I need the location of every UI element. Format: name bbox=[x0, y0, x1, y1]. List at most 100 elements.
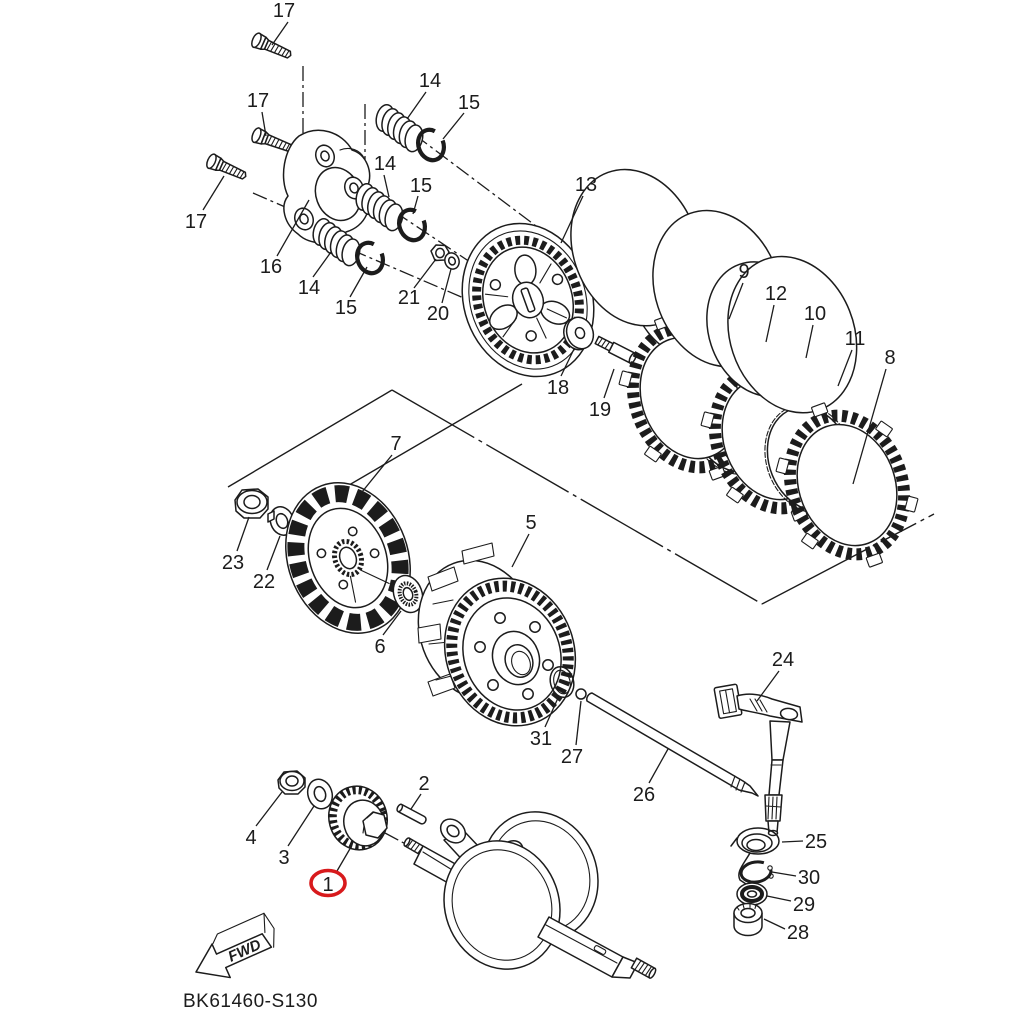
part-callout-5: 5 bbox=[525, 512, 536, 534]
part-callout-16: 16 bbox=[260, 256, 282, 278]
part-callout-25: 25 bbox=[805, 831, 827, 853]
push-rod-26 bbox=[586, 692, 759, 797]
callout-leader-15 bbox=[442, 112, 465, 140]
washer-3 bbox=[306, 778, 334, 810]
oil-seal-29 bbox=[736, 882, 768, 906]
part-callout-15: 15 bbox=[410, 175, 432, 197]
part-callout-15: 15 bbox=[335, 297, 357, 319]
part-callout-8: 8 bbox=[884, 347, 895, 369]
return-spring-25 bbox=[730, 827, 780, 887]
callout-leader-20 bbox=[441, 268, 452, 304]
part-callout-29: 29 bbox=[793, 894, 815, 916]
callout-leader-8 bbox=[852, 368, 887, 485]
fwd-label: FWD bbox=[226, 936, 264, 965]
part-callout-22: 22 bbox=[253, 571, 275, 593]
part-callout-23: 23 bbox=[222, 552, 244, 574]
part-callout-17: 17 bbox=[273, 0, 295, 22]
callout-leader-31 bbox=[544, 697, 559, 728]
spring-seat-c bbox=[293, 207, 315, 231]
callout-leader-30 bbox=[771, 871, 797, 877]
dowel-pin-2 bbox=[396, 803, 427, 825]
figure-code: BK61460-S130 bbox=[183, 991, 318, 1012]
callout-leader-15 bbox=[412, 195, 419, 215]
callout-leader-24 bbox=[756, 670, 780, 702]
callout-leader-14 bbox=[312, 251, 332, 278]
nut-23 bbox=[234, 488, 269, 519]
part-callout-1: 1 bbox=[322, 874, 333, 896]
part-callout-26: 26 bbox=[633, 784, 655, 806]
callout-leader-2 bbox=[410, 793, 422, 810]
part-callout-14: 14 bbox=[419, 70, 441, 92]
part-callout-31: 31 bbox=[530, 728, 552, 750]
clutch-spring-14-a bbox=[364, 98, 435, 158]
part-callout-13: 13 bbox=[575, 174, 597, 196]
part-callout-24: 24 bbox=[772, 649, 794, 671]
part-callout-19: 19 bbox=[589, 399, 611, 421]
group-line-diagonal bbox=[391, 389, 763, 605]
spring-retainer-plate-16 bbox=[282, 129, 371, 244]
callout-leader-15 bbox=[349, 266, 368, 298]
part-callout-18: 18 bbox=[547, 377, 569, 399]
crankshaft bbox=[403, 811, 657, 979]
clutch-boss-7 bbox=[285, 482, 411, 634]
part-callout-27: 27 bbox=[561, 746, 583, 768]
part-callout-2: 2 bbox=[418, 773, 429, 795]
callout-leader-5 bbox=[511, 533, 530, 568]
thrust-washer-6 bbox=[392, 574, 424, 614]
part-callout-30: 30 bbox=[798, 867, 820, 889]
callout-leader-10 bbox=[805, 324, 814, 359]
callout-leader-3 bbox=[287, 805, 315, 847]
callout-leader-26 bbox=[648, 748, 669, 784]
clutch-housing-5 bbox=[417, 542, 577, 727]
primary-drive-gear-1 bbox=[328, 785, 388, 851]
callout-leader-17 bbox=[271, 21, 289, 46]
bushing-28 bbox=[733, 902, 763, 937]
bolt-17-a bbox=[249, 30, 295, 64]
part-callout-20: 20 bbox=[427, 303, 449, 325]
callout-leader-21 bbox=[413, 258, 437, 289]
part-callout-15: 15 bbox=[458, 92, 480, 114]
fwd-arrow: FWD bbox=[195, 912, 275, 979]
washer-20 bbox=[444, 252, 460, 270]
nut-4 bbox=[277, 770, 306, 795]
spring-seat-a bbox=[314, 144, 336, 168]
part-callout-14: 14 bbox=[298, 277, 320, 299]
callout-leader-14 bbox=[383, 174, 390, 198]
callout-leader-28 bbox=[763, 918, 786, 930]
part-callout-9: 9 bbox=[738, 261, 749, 283]
push-lever-24 bbox=[713, 683, 803, 837]
highlight-ring-part-1 bbox=[309, 868, 347, 898]
callout-leader-17 bbox=[261, 111, 267, 137]
part-callout-12: 12 bbox=[765, 283, 787, 305]
callout-leader-1 bbox=[336, 846, 352, 872]
crank-web-front bbox=[443, 840, 561, 970]
part-callout-11: 11 bbox=[845, 328, 866, 350]
callout-leader-7 bbox=[361, 454, 393, 493]
screw-19 bbox=[594, 335, 637, 364]
part-callout-28: 28 bbox=[787, 922, 809, 944]
callout-leader-9 bbox=[728, 282, 744, 320]
callout-leader-29 bbox=[766, 895, 792, 902]
part-callout-17: 17 bbox=[247, 90, 269, 112]
callout-leader-13 bbox=[560, 195, 584, 244]
callout-leader-4 bbox=[255, 791, 283, 827]
callout-leader-17 bbox=[202, 175, 225, 211]
circlip-30 bbox=[739, 860, 774, 884]
callout-leader-18 bbox=[560, 348, 575, 377]
callout-leader-19 bbox=[603, 368, 615, 399]
callout-leader-6 bbox=[382, 610, 402, 636]
part-callout-14: 14 bbox=[374, 153, 396, 175]
oring-31 bbox=[549, 665, 575, 699]
part-callout-6: 6 bbox=[374, 636, 385, 658]
thrust-washer-18 bbox=[563, 316, 595, 351]
callout-leader-16 bbox=[276, 199, 310, 257]
bolt-17-c bbox=[204, 151, 250, 185]
ball-27 bbox=[575, 688, 587, 700]
part-callout-7: 7 bbox=[390, 433, 401, 455]
callout-leader-14 bbox=[406, 91, 427, 120]
part-callout-3: 3 bbox=[278, 847, 289, 869]
callout-leader-23 bbox=[236, 516, 250, 552]
